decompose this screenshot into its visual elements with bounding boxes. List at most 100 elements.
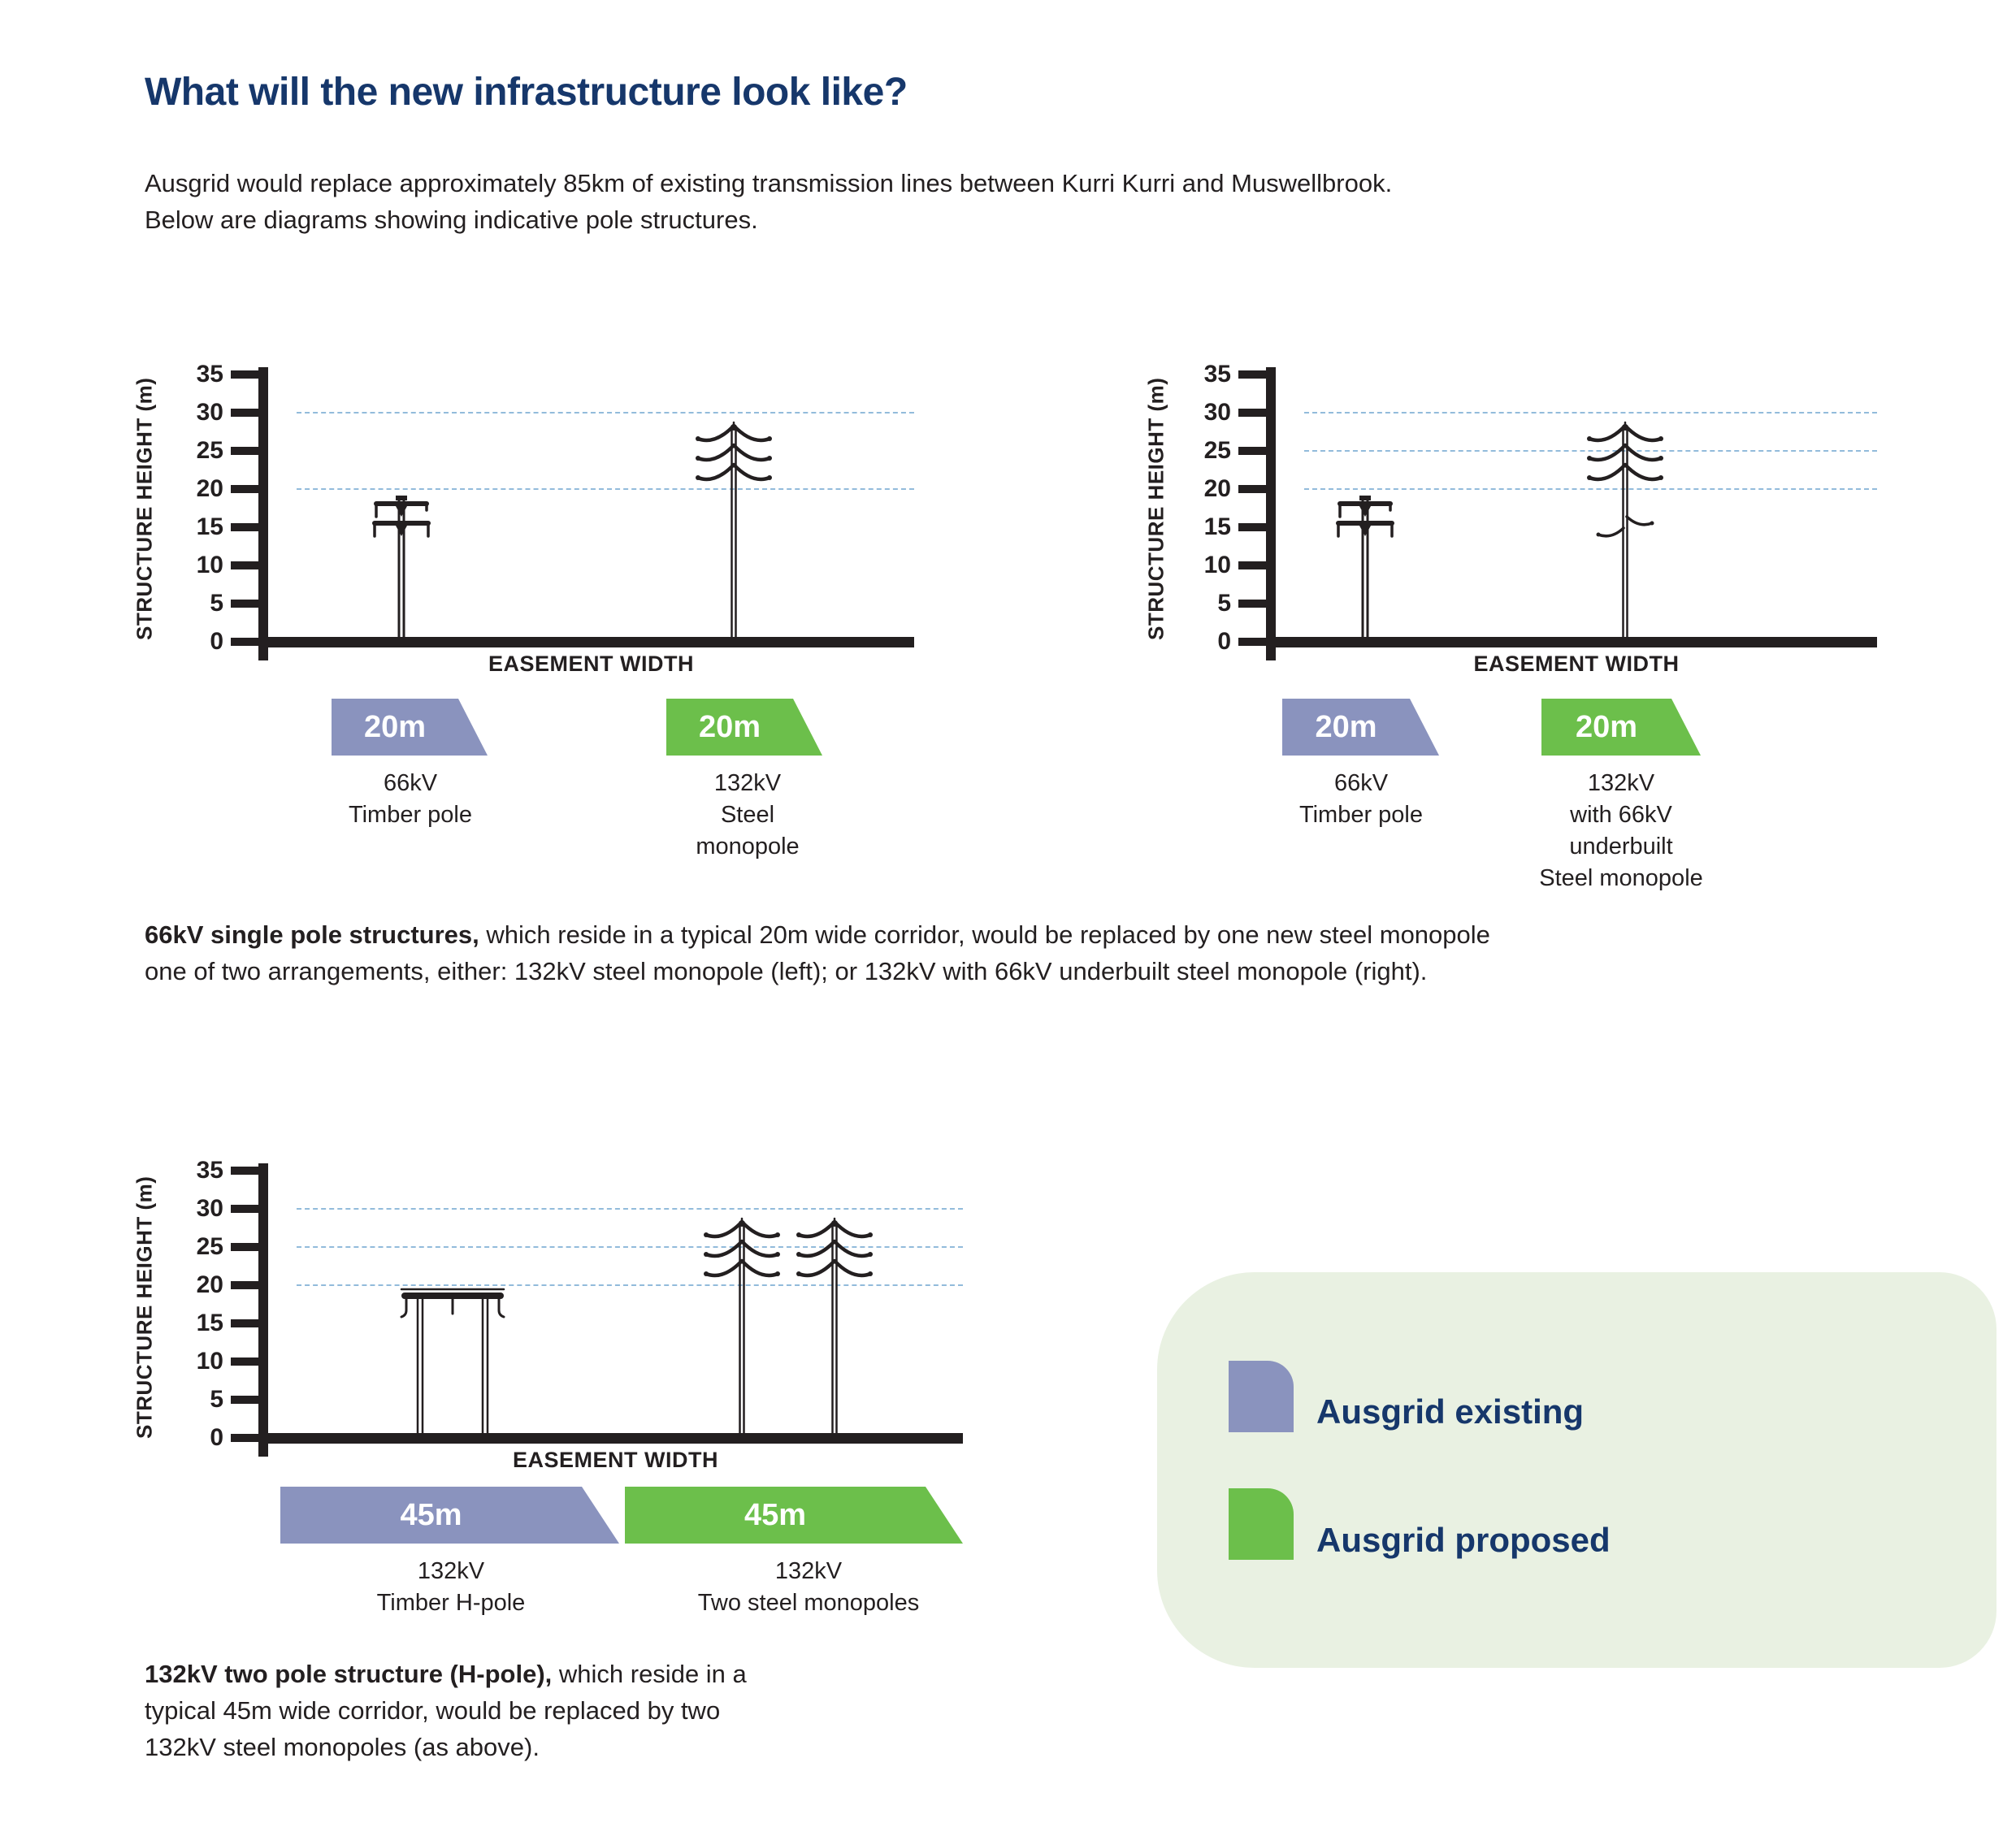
y-axis-tick [1238, 600, 1267, 608]
caption-line: Two steel monopoles [697, 1590, 920, 1616]
y-tick-label: 5 [1217, 590, 1231, 617]
y-axis-tick [231, 638, 259, 646]
easement-badge-existing: 20m [332, 699, 488, 756]
y-tick-label: 35 [196, 1157, 223, 1184]
y-axis-line [258, 1163, 268, 1457]
height-gridline-25m [1304, 450, 1877, 452]
y-axis-tick [231, 1434, 259, 1442]
easement-badge-proposed: 45m [625, 1487, 963, 1544]
paragraph-66kv: 66kV single pole structures, which resid… [145, 916, 1490, 989]
y-tick-label: 5 [210, 590, 223, 617]
y-axis-tick [231, 1281, 259, 1289]
x-axis-title: EASEMENT WIDTH [513, 1448, 718, 1472]
y-axis-tick [231, 1243, 259, 1251]
y-axis-tick [231, 1319, 259, 1327]
y-axis-tick [231, 1205, 259, 1213]
caption-line: Timber pole [1298, 802, 1424, 828]
y-tick-label: 5 [210, 1386, 223, 1413]
y-axis-tick [231, 409, 259, 417]
y-axis-tick [1238, 523, 1267, 531]
easement-badge-existing: 45m [280, 1487, 619, 1544]
ground-line [258, 637, 914, 647]
y-axis-tick [231, 600, 259, 608]
y-tick-label: 0 [1217, 628, 1231, 655]
caption-line: 132kV [774, 1558, 843, 1584]
caption-line: Steel monopole [1539, 865, 1703, 891]
y-axis-tick [231, 485, 259, 493]
height-gridline-30m [297, 412, 914, 414]
legend: Ausgrid existing Ausgrid proposed [1157, 1272, 1996, 1668]
legend-swatch-proposed [1229, 1488, 1294, 1560]
y-axis-line [1266, 367, 1276, 660]
plot-area: 35 30 25 20 15 10 5 0 [122, 1156, 983, 1481]
caption-line: monopole [696, 834, 800, 860]
y-tick-label: 10 [196, 1348, 223, 1375]
pole-caption: 66kV Timber pole [1280, 768, 1442, 831]
height-gridline-20m [1304, 488, 1877, 490]
y-tick-label: 25 [1203, 437, 1231, 464]
pole-caption: 132kV with 66kV underbuilt Steel monopol… [1524, 768, 1719, 894]
caption-line: 66kV [383, 770, 438, 796]
caption-line: with 66kV [1570, 802, 1672, 828]
y-tick-label: 30 [196, 1195, 223, 1222]
y-axis-tick [1238, 638, 1267, 646]
timber-pole-icon [372, 496, 431, 643]
y-tick-label: 20 [1203, 475, 1231, 502]
y-tick-label: 35 [1203, 361, 1231, 388]
steel-monopole-underbuilt-icon [1587, 421, 1663, 643]
timber-pole-icon [1336, 496, 1394, 643]
y-tick-label: 15 [196, 513, 223, 540]
intro-line: Ausgrid would replace approximately 85km… [145, 169, 1393, 197]
caption-line: 132kV [417, 1558, 485, 1584]
caption-line: Timber H-pole [376, 1590, 526, 1616]
y-axis-tick [1238, 447, 1267, 455]
y-axis-tick [231, 561, 259, 569]
y-tick-label: 15 [196, 1310, 223, 1336]
y-axis-tick [1238, 561, 1267, 569]
ground-line [258, 1433, 963, 1444]
easement-badge-proposed: 20m [1541, 699, 1701, 756]
caption-line: Steel [720, 802, 775, 828]
x-axis-title: EASEMENT WIDTH [488, 652, 694, 676]
chart-hpole-to-two-monopoles: STRUCTURE HEIGHT (m) [122, 1156, 983, 1692]
height-gridline-30m [297, 1208, 963, 1210]
height-gridline-25m [297, 1246, 963, 1248]
y-tick-label: 25 [196, 437, 223, 464]
y-tick-label: 10 [1203, 552, 1231, 578]
easement-badge-proposed: 20m [666, 699, 822, 756]
paragraph-line: typical 45m wide corridor, would be repl… [145, 1696, 721, 1725]
y-tick-label: 25 [196, 1233, 223, 1260]
y-tick-label: 20 [196, 475, 223, 502]
y-axis-tick [231, 523, 259, 531]
height-gridline-20m [297, 1284, 963, 1286]
y-axis-tick [1238, 409, 1267, 417]
y-tick-label: 30 [196, 399, 223, 426]
y-axis-tick [231, 1358, 259, 1366]
y-tick-label: 20 [196, 1271, 223, 1298]
y-axis-tick [231, 1396, 259, 1404]
pole-caption: 132kV Timber H-pole [362, 1556, 540, 1619]
pole-caption: 132kV Two steel monopoles [687, 1556, 930, 1619]
caption-line: 132kV [713, 770, 782, 796]
timber-h-pole-icon [400, 1288, 505, 1440]
y-tick-label: 35 [196, 361, 223, 388]
y-axis-tick [231, 1167, 259, 1175]
caption-line: 132kV [1587, 770, 1655, 796]
caption-line: Timber pole [348, 802, 473, 828]
y-tick-label: 15 [1203, 513, 1231, 540]
paragraph-line: 132kV two pole structure (H-pole), which… [145, 1660, 747, 1688]
steel-monopole-icon [796, 1217, 873, 1440]
y-tick-label: 0 [210, 1424, 223, 1451]
y-axis-tick [231, 447, 259, 455]
paragraph-line: 132kV steel monopoles (as above). [145, 1733, 540, 1761]
steel-monopole-icon [696, 421, 772, 643]
steel-monopole-icon [704, 1217, 780, 1440]
legend-label-existing: Ausgrid existing [1316, 1392, 1585, 1431]
pole-caption: 66kV Timber pole [329, 768, 492, 831]
easement-badge-existing: 20m [1282, 699, 1439, 756]
y-axis-tick [1238, 370, 1267, 379]
paragraph-line: one of two arrangements, either: 132kV s… [145, 957, 1428, 985]
y-axis-line [258, 367, 268, 660]
